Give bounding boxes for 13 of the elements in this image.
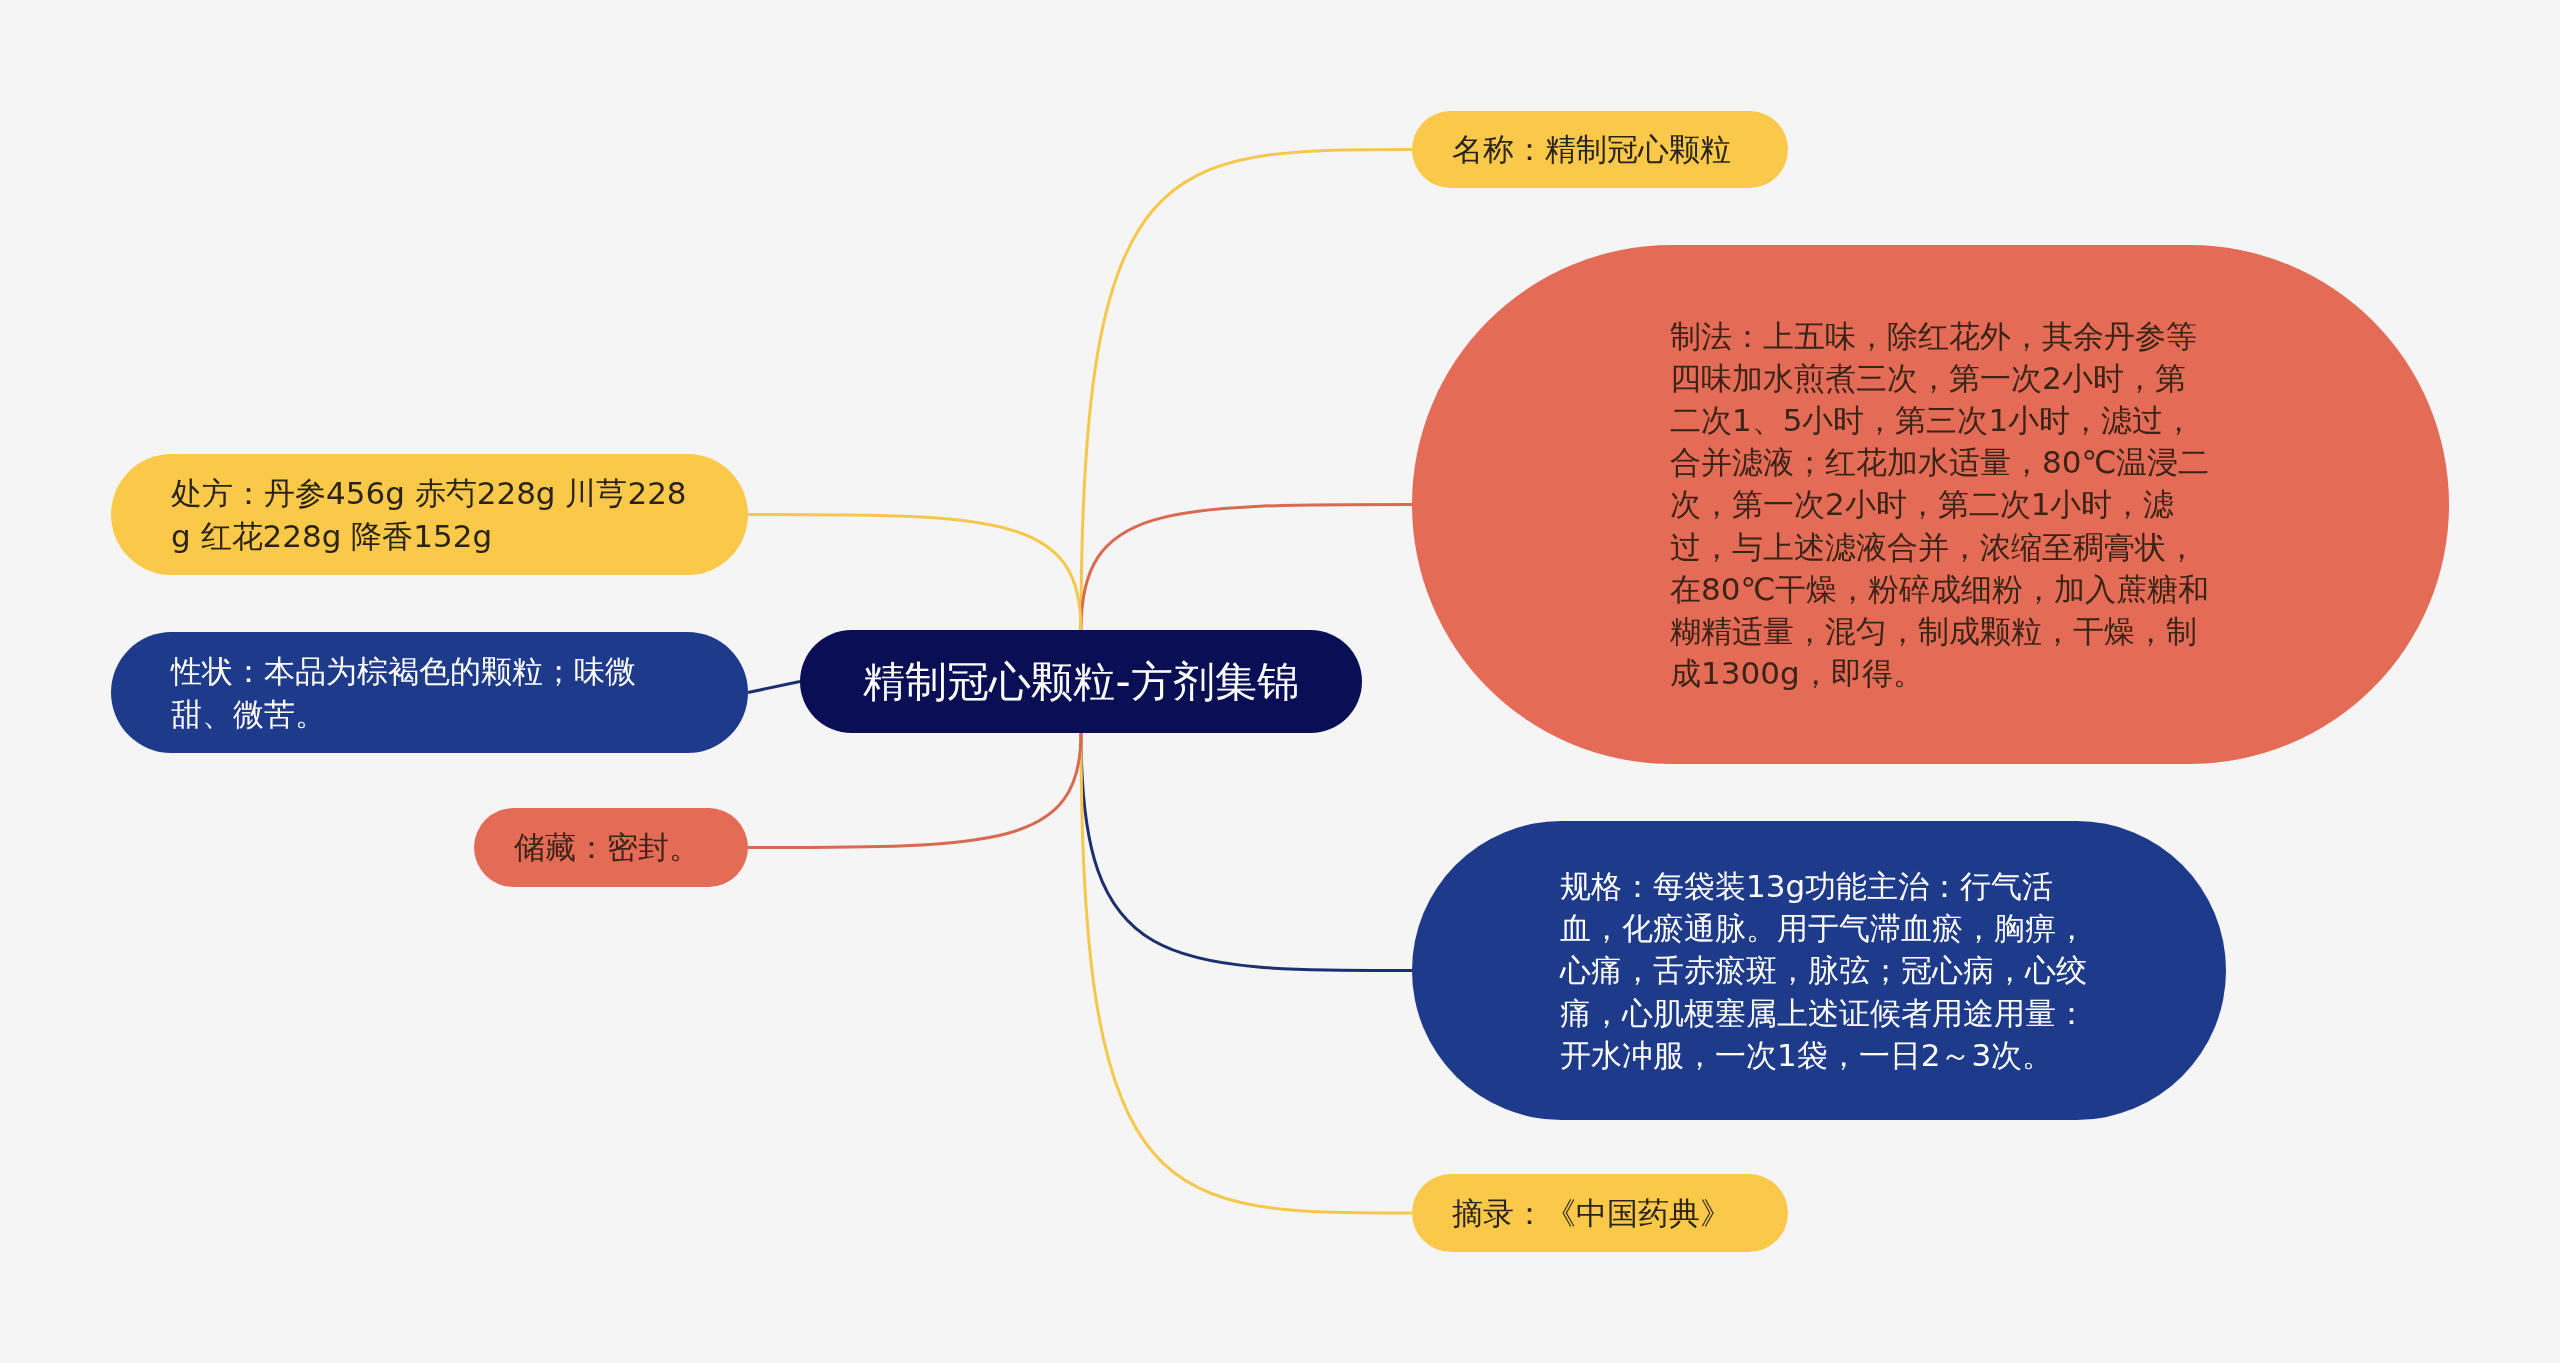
connector-curve (748, 732, 1083, 849)
connector-curve (748, 513, 1083, 631)
topic-text: 处方：丹参456g 赤芍228g 川芎228g 红花228g 降香152g (171, 474, 688, 556)
connector-curve (1079, 503, 1412, 631)
topic-text: 性状：本品为棕褐色的颗粒；味微甜、微苦。 (171, 652, 637, 734)
topic-text: 规格：每袋装13g功能主治：行气活血，化瘀通脉。用于气滞血瘀，胸痹，心痛，舌赤瘀斑，脉弦；冠心病，心绞痛，心肌梗塞属上述证候者用途用量：开水冲服，一次1袋，一日2～3次。 (1560, 867, 2088, 1075)
topic-text: 储藏：密封。 (514, 828, 701, 868)
topic-text: 制法：上五味，除红花外，其余丹参等四味加水煎煮三次，第一次2小时，第二次1、5小时，第三次1小时，滤过，合并滤液；红花加水适量，80℃温浸二次，第一次2小时，第二次1小时，滤过，与上述滤液合并，浓缩至稠膏状，在80℃干燥，粉碎成细粉，加入蔗糖和糊精适量，混匀，制成颗粒，干燥，制成1300g，即得。 (1670, 316, 2210, 694)
topic-text: 名称：精制冠心颗粒 (1452, 130, 1732, 170)
title-text: 精制冠心颗粒-方剂集锦 (862, 655, 1300, 708)
connector-curve (747, 680, 801, 694)
topic-text: 摘录：《中国药典》 (1452, 1193, 1732, 1233)
connector-curve (1079, 732, 1412, 1215)
